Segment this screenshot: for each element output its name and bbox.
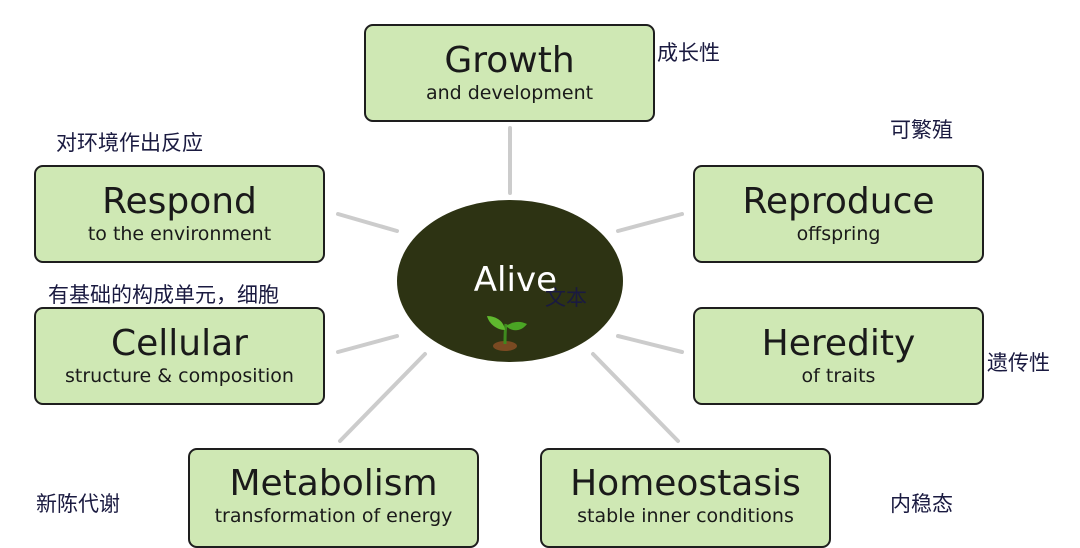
note-metabolism: 新陈代谢 [36, 492, 120, 516]
connector-respond [336, 212, 399, 233]
center-extra-text: 文本 [545, 286, 587, 310]
node-respond-subtitle: to the environment [87, 223, 272, 245]
connector-reproduce [616, 212, 684, 233]
node-respond: Respond to the environment [34, 165, 325, 263]
node-growth-title: Growth [444, 40, 575, 81]
node-heredity-subtitle: of traits [801, 365, 876, 387]
note-growth: 成长性 [657, 41, 720, 65]
node-reproduce: Reproduce offspring [693, 165, 984, 263]
node-metabolism-subtitle: transformation of energy [214, 505, 453, 527]
node-metabolism: Metabolism transformation of energy [188, 448, 479, 548]
node-heredity: Heredity of traits [693, 307, 984, 405]
center-label: Alive [473, 260, 557, 300]
node-homeostasis: Homeostasis stable inner conditions [540, 448, 831, 548]
note-heredity: 遗传性 [987, 351, 1050, 375]
note-reproduce: 可繁殖 [890, 118, 953, 142]
sprout-icon [487, 316, 527, 351]
connector-homeostasis [591, 352, 680, 443]
note-respond: 对环境作出反应 [56, 131, 203, 155]
center-alive-node: Alive 文本 [397, 200, 623, 362]
connector-metabolism [338, 352, 427, 443]
node-growth: Growth and development [364, 24, 655, 122]
node-reproduce-subtitle: offspring [796, 223, 881, 245]
node-growth-subtitle: and development [425, 82, 594, 104]
node-homeostasis-title: Homeostasis [570, 463, 801, 504]
node-respond-title: Respond [102, 181, 257, 222]
node-reproduce-title: Reproduce [742, 181, 935, 222]
node-metabolism-title: Metabolism [229, 463, 438, 504]
note-homeostasis: 内稳态 [890, 492, 953, 516]
node-cellular: Cellular structure & composition [34, 307, 325, 405]
node-cellular-subtitle: structure & composition [65, 365, 294, 387]
connector-cellular [336, 334, 399, 354]
note-cellular: 有基础的构成单元，细胞 [48, 283, 279, 307]
node-homeostasis-subtitle: stable inner conditions [577, 505, 794, 527]
node-cellular-title: Cellular [111, 323, 248, 364]
connector-lines [336, 126, 684, 443]
node-heredity-title: Heredity [761, 323, 916, 364]
connector-heredity [616, 334, 684, 354]
